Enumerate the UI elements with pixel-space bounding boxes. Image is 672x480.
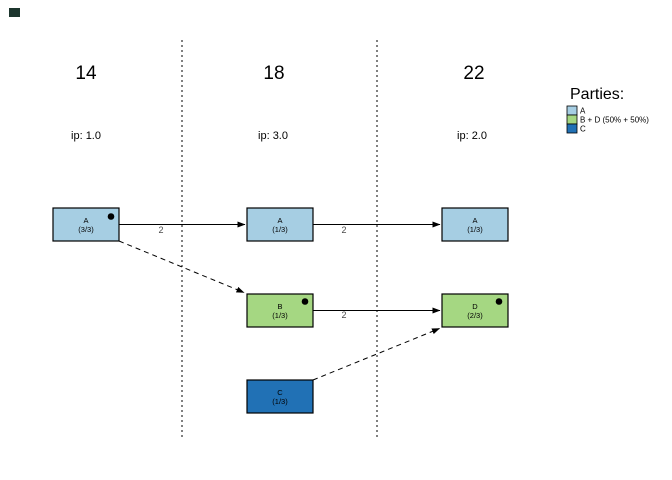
legend-label-c: C [580,125,586,134]
edge-weight-a18-a22: 2 [341,225,346,235]
legend: Parties: A B + D (50% + 50%) C [566,86,649,134]
node-name: A [83,216,88,225]
edge-a14-b18-dashed [118,240,245,293]
legend-swatch-bd [566,114,578,125]
node-c-18: C (1/3) [246,379,314,414]
ip-value-14: ip: 1.0 [71,130,101,142]
period-label-18: 18 [263,63,284,84]
node-share: (1/3) [467,225,483,234]
corner-marker [9,8,20,17]
edge-c18-d22-dashed [312,328,440,381]
node-b-18: B (1/3) [246,293,314,328]
node-name: B [277,302,282,311]
legend-label-bd: B + D (50% + 50%) [580,116,649,125]
edge-weight-a14-a18: 2 [158,225,163,235]
legend-swatch-c [566,123,578,134]
node-name: C [277,388,283,397]
ip-value-22: ip: 2.0 [457,130,487,142]
edge-weight-b18-d22: 2 [341,310,346,320]
legend-title: Parties: [570,86,624,103]
legend-label-a: A [580,107,586,116]
period-label-22: 22 [463,63,484,84]
legend-swatch-a [566,105,578,116]
period-label-14: 14 [75,63,97,84]
ip-value-18: ip: 3.0 [258,130,288,142]
node-share: (1/3) [272,397,288,406]
node-a-14: A (3/3) [52,207,120,242]
node-name: D [472,302,478,311]
node-name: A [472,216,477,225]
node-d-22: D (2/3) [441,293,509,328]
status-dot [107,213,115,220]
node-share: (3/3) [78,225,94,234]
status-dot [301,298,309,305]
node-share: (1/3) [272,225,288,234]
node-a-22: A (1/3) [441,207,509,242]
node-share: (1/3) [272,311,288,320]
node-name: A [277,216,282,225]
node-share: (2/3) [467,311,483,320]
status-dot [495,298,503,305]
node-a-18: A (1/3) [246,207,314,242]
